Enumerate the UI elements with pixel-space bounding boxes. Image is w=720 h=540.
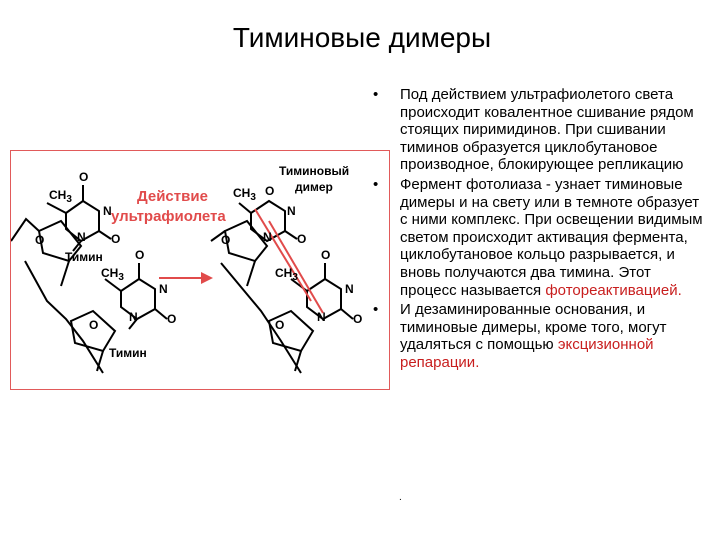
oxygen-label-5: O (265, 184, 274, 198)
slide-title: Тиминовые димеры (232, 22, 492, 53)
bullet-item-2: • Фермент фотолиаза - узнает тиминовые д… (370, 176, 710, 299)
bullet-symbol: • (373, 175, 379, 193)
oxygen-label-2: O (111, 232, 120, 246)
svg-text:CH3: CH3 (101, 266, 124, 283)
bullet-item-1: • Под действием ультрафиолетого света пр… (370, 86, 710, 174)
uv-label-line2: ультрафиолета (111, 208, 226, 225)
bullet-text-2: Фермент фотолиаза - узнает тиминовые дим… (400, 175, 703, 299)
cyclobutane-bonds (254, 208, 324, 314)
nitrogen-label-7: N (345, 282, 354, 296)
ch3-label-2: CH (101, 266, 118, 280)
nitrogen-label-1: N (103, 204, 112, 218)
right-structure (210, 199, 354, 374)
nitrogen-label-2: N (77, 230, 86, 244)
nitrogen-label-3: N (159, 282, 168, 296)
uv-arrow (159, 272, 213, 284)
ch3-label-4: CH (275, 266, 292, 280)
thymine-dimer-figure: CH3 O N O N O Тимин CH3 O N O N O Тимин … (10, 150, 390, 390)
oxygen-label-4: O (167, 312, 176, 326)
nitrogen-label-4: N (129, 310, 138, 324)
bullet-text-3: И дезаминированные основания, и тиминовы… (400, 301, 667, 354)
excision-repair-term: эксцизионной репарации (400, 336, 654, 371)
bullet-list: • Под действием ультрафиолетого света пр… (370, 86, 710, 374)
ring-oxygen-4: O (275, 318, 284, 332)
bullet-item-3: • И дезаминированные основания, и тимино… (370, 301, 710, 371)
svg-text:CH3: CH3 (275, 266, 298, 283)
thymine-label-1: Тимин (65, 250, 103, 264)
thymine-label-2: Тимин (109, 346, 147, 360)
dimer-label-line2: димер (295, 180, 333, 194)
bullet-tail-3: . (475, 353, 480, 371)
ring-oxygen-3: O (221, 233, 230, 247)
nitrogen-label-6: N (263, 230, 272, 244)
uv-label-line1: Действие (137, 188, 208, 205)
bullet-text-1: Под действием ультрафиолетого света прои… (400, 86, 694, 174)
dimer-label-line1: Тиминовый (279, 164, 349, 178)
ch3-label-3: CH (233, 186, 250, 200)
trailing-mark: . (399, 492, 402, 503)
thymine-dimer-diagram: CH3 O N O N O Тимин CH3 O N O N O Тимин … (11, 164, 362, 374)
ring-oxygen-2: O (89, 318, 98, 332)
photoreactivation-term: фотореактивацией (545, 281, 678, 299)
bullet-symbol: • (373, 86, 379, 103)
left-structure (11, 185, 168, 374)
oxygen-label-6: O (297, 232, 306, 246)
nitrogen-label-8: N (317, 310, 326, 324)
bullet-symbol: • (373, 301, 379, 319)
nitrogen-label-5: N (287, 204, 296, 218)
ch3-label-1: CH (49, 188, 66, 202)
svg-text:CH3: CH3 (233, 186, 256, 203)
svg-text:CH3: CH3 (49, 188, 72, 205)
molecule-labels: CH3 O N O N O Тимин CH3 O N O N O Тимин … (35, 164, 362, 360)
bullet-tail-2: . (677, 281, 682, 299)
oxygen-label-8: O (353, 312, 362, 326)
ring-oxygen-1: O (35, 233, 44, 247)
oxygen-label-1: O (79, 170, 88, 184)
oxygen-label-3: O (135, 248, 144, 262)
oxygen-label-7: O (321, 248, 330, 262)
